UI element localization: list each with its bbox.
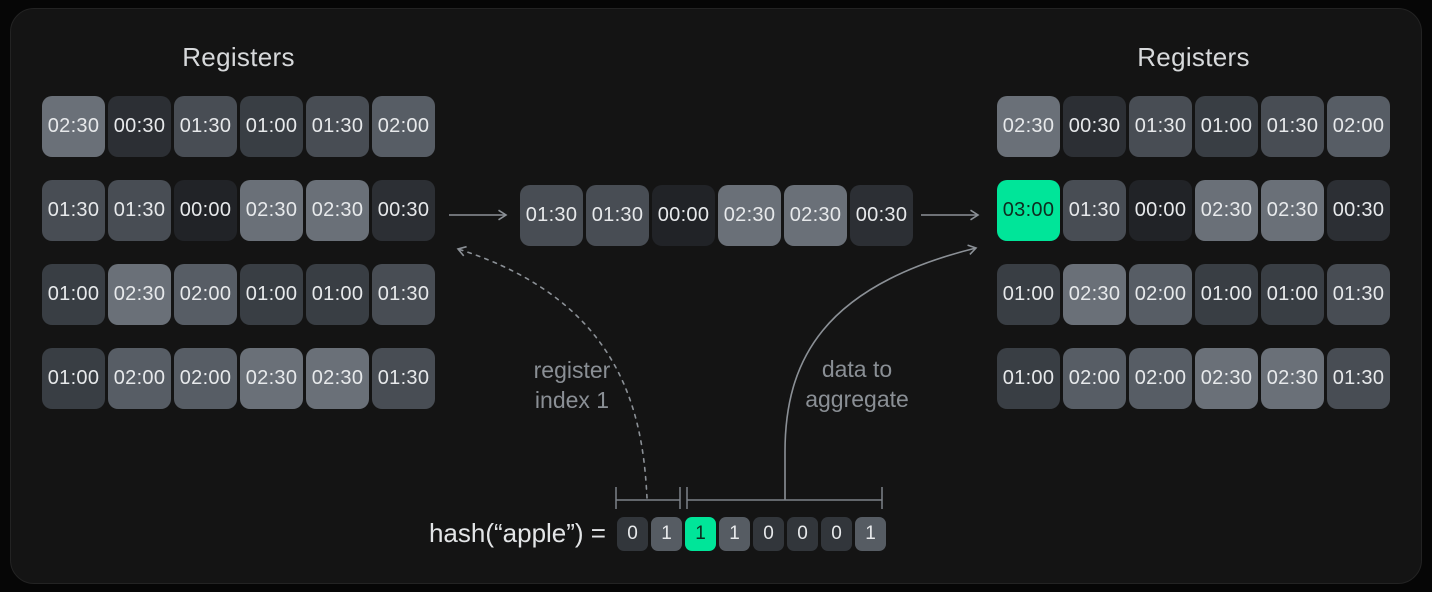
register-cell: 00:00 [652,185,715,246]
register-cell: 00:30 [1063,96,1126,157]
hash-bit: 0 [753,517,784,551]
hash-bit: 0 [787,517,818,551]
hash-bit: 1 [651,517,682,551]
register-cell: 02:30 [306,348,369,409]
hash-expression: hash(“apple”) = [428,518,606,548]
register-cell: 01:00 [997,264,1060,325]
register-cell: 02:30 [306,180,369,241]
register-cell: 01:30 [372,348,435,409]
register-cell: 01:00 [997,348,1060,409]
register-cell: 02:00 [372,96,435,157]
register-cell: 02:00 [174,264,237,325]
register-cell: 01:30 [520,185,583,246]
register-cell: 02:30 [1261,180,1324,241]
register-cell: 02:30 [1261,348,1324,409]
register-cell: 01:30 [42,180,105,241]
register-cell: 02:30 [240,180,303,241]
register-index-label: register index 1 [534,355,611,415]
register-cell: 01:30 [1063,180,1126,241]
register-cell: 02:30 [718,185,781,246]
register-cell: 02:00 [1129,264,1192,325]
register-cell: 02:30 [240,348,303,409]
data-to-aggregate-label-line1: data to [821,356,893,382]
register-cell: 02:00 [1129,348,1192,409]
register-cell: 02:00 [1063,348,1126,409]
register-cell: 01:30 [1129,96,1192,157]
register-index-label-line1: register [533,357,611,383]
register-index-label-line2: index 1 [534,387,610,413]
register-cell: 02:00 [1327,96,1390,157]
register-cell: 01:00 [1261,264,1324,325]
register-cell: 01:00 [42,264,105,325]
register-cell: 01:30 [1261,96,1324,157]
register-cell: 02:00 [174,348,237,409]
register-cell: 00:30 [1327,180,1390,241]
hash-bit: 1 [719,517,750,551]
data-to-aggregate-label: data to aggregate [805,354,909,414]
register-cell: 01:30 [108,180,171,241]
highlighted-register-cell: 03:00 [997,180,1060,241]
highlighted-hash-bit: 1 [685,517,716,551]
register-cell: 01:00 [306,264,369,325]
register-cell: 02:30 [1195,348,1258,409]
register-cell: 02:00 [108,348,171,409]
register-cell: 01:30 [306,96,369,157]
register-cell: 02:30 [997,96,1060,157]
register-cell: 01:00 [240,264,303,325]
register-cell: 00:30 [850,185,913,246]
register-cell: 02:30 [108,264,171,325]
register-cell: 00:30 [372,180,435,241]
data-to-aggregate-label-line2: aggregate [805,386,909,412]
register-cell: 01:00 [1195,264,1258,325]
register-cell: 01:30 [1327,348,1390,409]
register-cell: 02:30 [1063,264,1126,325]
register-cell: 02:30 [42,96,105,157]
register-cell: 00:00 [1129,180,1192,241]
left-registers-title: Registers [182,42,295,72]
register-cell: 01:00 [1195,96,1258,157]
register-cell: 01:30 [1327,264,1390,325]
hash-bit: 0 [821,517,852,551]
register-cell: 00:00 [174,180,237,241]
register-cell: 01:30 [372,264,435,325]
register-cell: 02:30 [784,185,847,246]
hash-bit: 1 [855,517,886,551]
register-cell: 01:30 [174,96,237,157]
register-cell: 00:30 [108,96,171,157]
register-cell: 01:00 [42,348,105,409]
right-registers-title: Registers [1137,42,1250,72]
register-cell: 01:30 [586,185,649,246]
register-cell: 01:00 [240,96,303,157]
hash-bit: 0 [617,517,648,551]
register-cell: 02:30 [1195,180,1258,241]
